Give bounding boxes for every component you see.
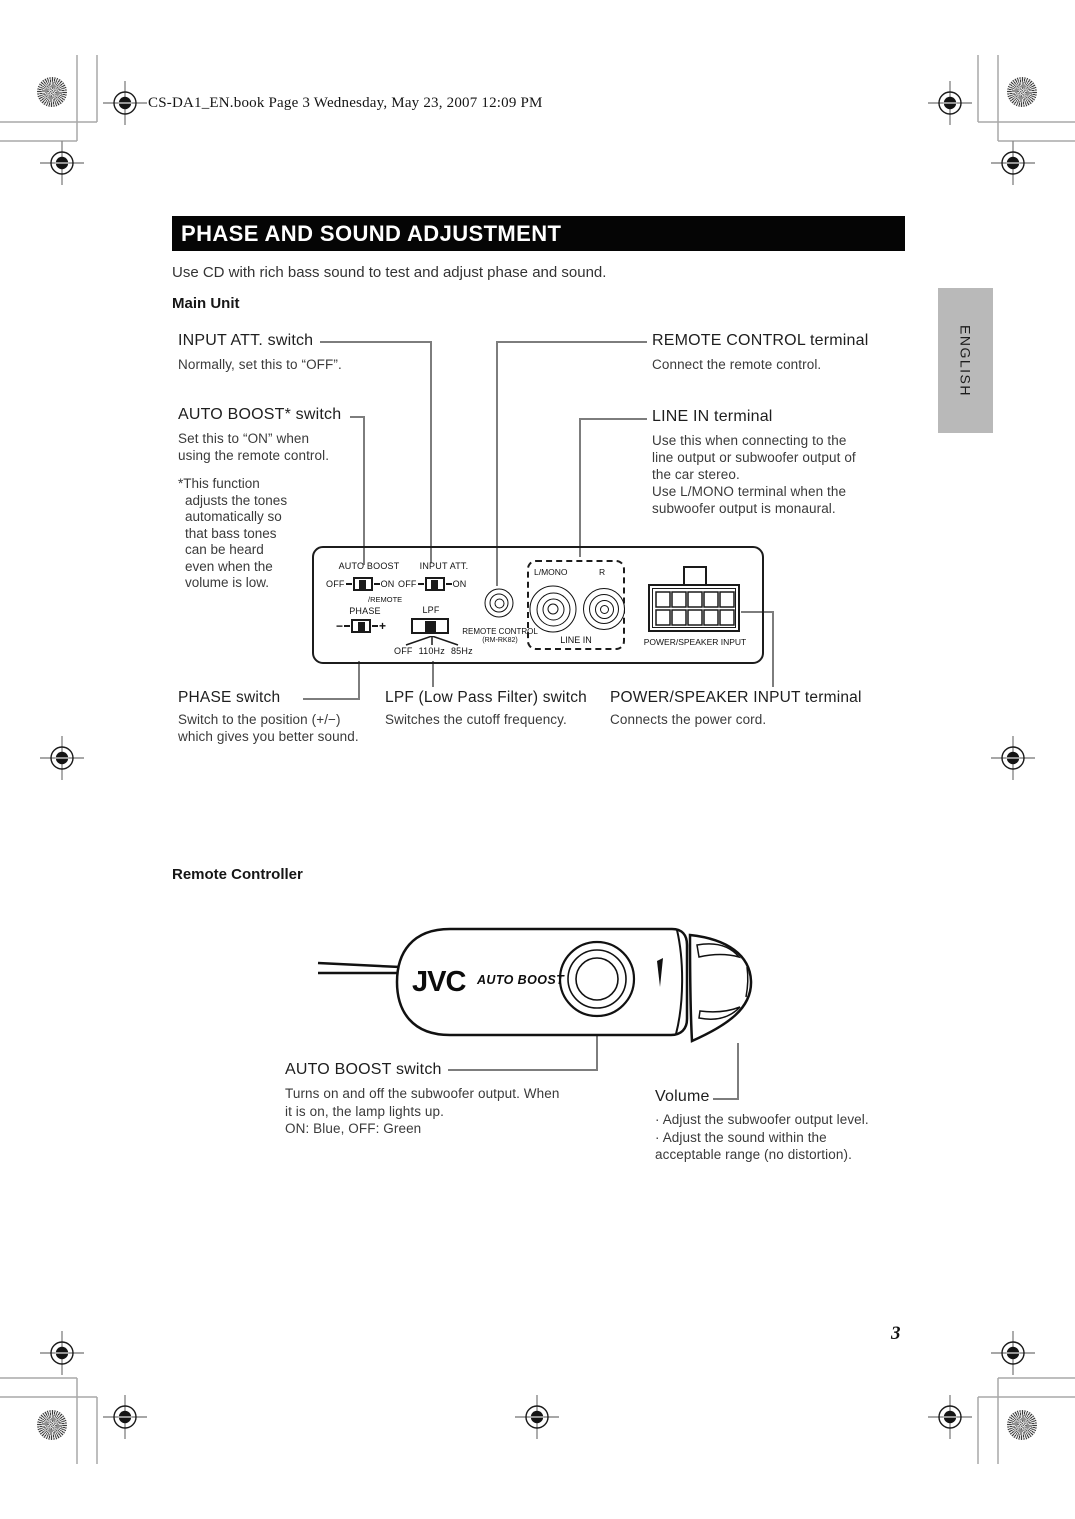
- phase-minus-label: −: [336, 619, 344, 633]
- callout-lpf-desc: Switches the cutoff frequency.: [385, 712, 567, 727]
- remote-controller-illustration: JVC AUTO BOOST: [317, 927, 753, 1043]
- callout-line-in-desc: Use this when connecting to the line out…: [652, 433, 856, 516]
- panel-input-att-label: INPUT ATT.: [419, 561, 469, 571]
- volume-knob: [688, 933, 753, 1043]
- knob-groove: [696, 943, 742, 959]
- main-unit-panel-diagram: AUTO BOOST OFF ON /REMOTE INPUT ATT. OFF…: [312, 546, 764, 664]
- panel-auto-boost-label: AUTO BOOST: [338, 561, 400, 571]
- l-mono-label: L/MONO: [534, 567, 568, 577]
- panel-lpf-label: LPF: [422, 605, 440, 615]
- input-att-switch-knob: [424, 577, 445, 591]
- input-att-off-label: OFF: [398, 579, 417, 589]
- starburst-mark-bottom-left: [37, 1410, 67, 1440]
- rca-jack-l: [529, 585, 577, 633]
- switch-tick: [345, 583, 352, 585]
- auto-boost-button: [558, 940, 636, 1018]
- callout-phase-desc: Switch to the position (+/−) which gives…: [178, 712, 359, 744]
- lpf-85hz-label: 85Hz: [450, 646, 473, 656]
- callout-remote-auto-boost-desc: Turns on and off the subwoofer output. W…: [285, 1086, 560, 1136]
- callout-auto-boost-desc: Set this to “ON” when using the remote c…: [178, 431, 330, 463]
- switch-tick: [417, 583, 424, 585]
- lpf-position-labels: OFF 110Hz 85Hz: [394, 646, 473, 656]
- callout-remote-auto-boost-label: AUTO BOOST switch: [285, 1061, 442, 1078]
- language-tab-label: ENGLISH: [957, 324, 974, 397]
- auto-boost-switch-graphic: OFF ON: [326, 577, 395, 591]
- callout-volume-desc: · Adjust the subwoofer output level. · A…: [655, 1112, 869, 1162]
- input-att-switch-graphic: OFF ON: [398, 577, 467, 591]
- power-connector-graphic: [648, 566, 740, 632]
- phase-plus-label: +: [379, 619, 387, 633]
- main-unit-heading: Main Unit: [172, 295, 240, 312]
- auto-boost-switch-knob: [352, 577, 373, 591]
- lpf-110hz-label: 110Hz: [418, 646, 445, 656]
- lpf-position-ticks: [405, 636, 459, 646]
- remote-cord: [317, 961, 401, 969]
- indicator-mark: [657, 958, 663, 987]
- knob-edge-line: [745, 966, 749, 998]
- auto-boost-on-label: ON: [380, 579, 395, 589]
- callout-volume-label: Volume: [655, 1088, 710, 1105]
- document-header: CS-DA1_EN.book Page 3 Wednesday, May 23,…: [148, 95, 543, 111]
- phase-switch-knob: [351, 619, 372, 633]
- auto-boost-footnote: *This function adjusts the tones automat…: [178, 476, 288, 590]
- panel-phase-label: PHASE: [349, 606, 381, 616]
- panel-remote-control-label: REMOTE CONTROL: [462, 627, 538, 636]
- auto-boost-print: AUTO BOOST: [476, 973, 565, 987]
- callout-remote-terminal-desc: Connect the remote control.: [652, 357, 822, 372]
- starburst-mark-top-left: [37, 77, 67, 107]
- jvc-logo: JVC: [412, 966, 466, 998]
- language-tab: ENGLISH: [938, 288, 993, 433]
- callout-auto-boost-label: AUTO BOOST* switch: [178, 406, 342, 423]
- lpf-off-label: OFF: [394, 646, 413, 656]
- callout-power-label: POWER/SPEAKER INPUT terminal: [610, 689, 862, 706]
- page-number: 3: [891, 1323, 901, 1344]
- input-att-on-label: ON: [452, 579, 467, 589]
- line-in-jacks: L/MONO R LINE IN: [527, 560, 625, 650]
- phase-switch-graphic: − +: [336, 619, 386, 633]
- remote-controller-heading: Remote Controller: [172, 866, 303, 883]
- intro-text: Use CD with rich bass sound to test and …: [172, 264, 607, 281]
- panel-remote-label: /REMOTE: [368, 595, 403, 604]
- starburst-mark-bottom-right: [1007, 1410, 1037, 1440]
- callout-input-att-desc: Normally, set this to “OFF”.: [178, 357, 342, 372]
- trim-marks: [0, 55, 1075, 1464]
- r-label: R: [599, 567, 606, 577]
- panel-power-label: POWER/SPEAKER INPUT: [643, 637, 747, 647]
- switch-tick: [373, 583, 380, 585]
- panel-line-in-label: LINE IN: [560, 635, 592, 645]
- remote-body-seam: [675, 929, 684, 1035]
- callout-input-att-label: INPUT ATT. switch: [178, 332, 314, 349]
- callout-line-in-label: LINE IN terminal: [652, 408, 773, 425]
- callout-remote-terminal-label: REMOTE CONTROL terminal: [652, 332, 869, 349]
- callout-lpf-label: LPF (Low Pass Filter) switch: [385, 689, 587, 706]
- registration-targets: [39, 80, 1036, 1440]
- switch-tick: [372, 625, 379, 627]
- panel-remote-model-label: (RM-RK82): [482, 637, 518, 644]
- switch-tick: [445, 583, 452, 585]
- callout-power-desc: Connects the power cord.: [610, 712, 767, 727]
- callout-phase-label: PHASE switch: [178, 689, 281, 706]
- switch-tick: [344, 625, 351, 627]
- lpf-slider-knob: [424, 620, 436, 632]
- page-title: PHASE AND SOUND ADJUSTMENT: [172, 216, 905, 251]
- auto-boost-off-label: OFF: [326, 579, 345, 589]
- rca-jack-r: [583, 588, 625, 630]
- knob-groove: [698, 1006, 741, 1020]
- remote-control-jack: [484, 588, 514, 618]
- starburst-mark-top-right: [1007, 77, 1037, 107]
- lpf-slider-graphic: [411, 618, 449, 634]
